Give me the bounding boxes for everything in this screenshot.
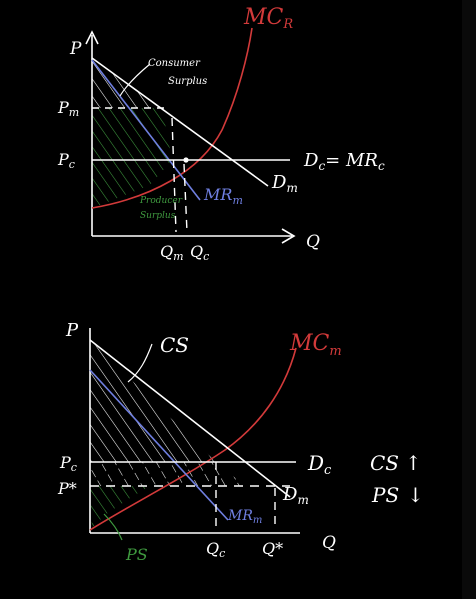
ps-change-label: PS↓ — [371, 483, 424, 507]
top-dm-label: Dm — [271, 172, 298, 195]
top-p-axis-label: P — [69, 39, 82, 59]
bottom-cs-area — [90, 340, 216, 462]
bottom-q-axis-label: Q — [322, 533, 336, 553]
top-mrm-label: MRm — [203, 185, 243, 207]
top-p-axis-arrow — [85, 30, 99, 45]
top-dc-mrc-label: Dc= MRc — [303, 150, 385, 173]
top-transfer-area — [92, 108, 172, 160]
bottom-pc-label: Pc — [59, 453, 77, 474]
bottom-qstar-label: Q* — [262, 539, 283, 558]
top-diagram: P Q MCR Consumer Surplus Pm Pc Dc= MRc D… — [57, 5, 385, 263]
top-q-axis-arrow — [281, 228, 296, 244]
bottom-ps-label: PS — [125, 545, 148, 564]
top-consumer-arrow — [119, 63, 151, 97]
top-mc-curve — [91, 27, 253, 209]
bottom-p-axis-label: P — [65, 320, 79, 341]
bottom-qc-label: Qc — [206, 539, 225, 560]
bottom-ps-pointer — [103, 513, 123, 541]
bottom-diagram: P Q CS MCm Pc P* Dc Dm MRm PS Qc Q* CS↑ … — [57, 320, 424, 564]
top-pm-label: Pm — [57, 98, 79, 119]
bottom-cs-pointer — [127, 343, 153, 383]
bottom-mr-line — [89, 369, 229, 521]
top-equilibrium-dot — [183, 157, 189, 163]
bottom-mc-curve — [89, 347, 297, 531]
bottom-ps-area — [90, 486, 150, 528]
bottom-pstar-label: P* — [57, 479, 77, 498]
bottom-dc-label: Dc — [307, 451, 332, 478]
top-consumer-label-1: Consumer — [148, 58, 201, 69]
bottom-transfer-area — [90, 462, 245, 486]
top-pc-label: Pc — [57, 150, 75, 171]
top-mc-label: MCR — [243, 5, 293, 32]
top-producer-label-2: Surplus — [140, 211, 176, 221]
top-consumer-label-2: Surplus — [168, 76, 207, 87]
down-arrow-icon: ↓ — [407, 483, 424, 507]
bottom-cs-label: CS — [160, 333, 189, 357]
top-qc-label: Qc — [190, 242, 209, 263]
top-demand-line — [91, 57, 269, 187]
top-q-axis-label: Q — [306, 232, 320, 252]
bottom-mc-label: MCm — [289, 331, 342, 359]
up-arrow-icon: ↑ — [405, 451, 422, 475]
top-qm-label: Qm — [160, 242, 184, 263]
top-producer-label-1: Producer — [139, 196, 183, 206]
top-qm-dashed — [171, 117, 177, 233]
top-producer-surplus-area — [92, 160, 172, 208]
bottom-dm-label: Dm — [282, 484, 309, 507]
cs-change-label: CS↑ — [370, 451, 422, 475]
top-mr-line — [91, 59, 201, 201]
top-qc-dashed — [183, 163, 188, 233]
bottom-demand-line — [89, 339, 291, 498]
bottom-mrm-label: MRm — [227, 508, 262, 526]
